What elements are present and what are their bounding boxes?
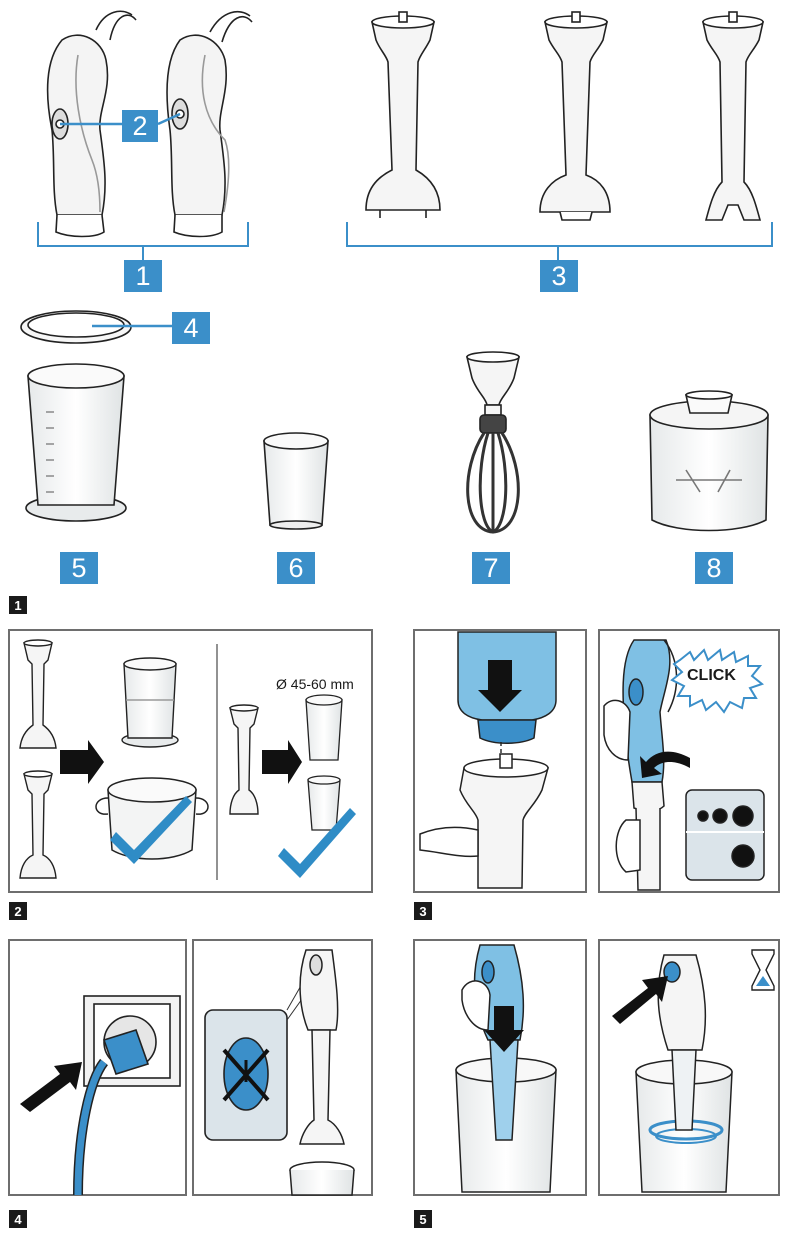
chopper bbox=[649, 390, 769, 532]
checkmark-icon bbox=[278, 808, 356, 878]
part-label-7: 7 bbox=[472, 552, 510, 584]
part-label-6: 6 bbox=[277, 552, 315, 584]
motor-unit-right bbox=[166, 10, 253, 238]
click-text: CLICK bbox=[687, 667, 736, 684]
blender-shaft-1 bbox=[365, 11, 441, 218]
panel5-blender-left bbox=[461, 944, 525, 1141]
hourglass-icon bbox=[751, 949, 775, 991]
click-burst bbox=[670, 648, 765, 714]
beaker-lid bbox=[20, 310, 132, 344]
panel5-arrow bbox=[612, 976, 668, 1024]
panel4-arrow bbox=[20, 1062, 82, 1112]
part-label-2: 2 bbox=[122, 110, 158, 142]
part-label-8: 8 bbox=[695, 552, 733, 584]
step-marker-3: 3 bbox=[414, 902, 432, 920]
panel3-motor-locked bbox=[603, 639, 690, 891]
diameter-text: Ø 45-60 mm bbox=[276, 676, 354, 692]
part-label-5: 5 bbox=[60, 552, 98, 584]
part-label-3: 3 bbox=[540, 260, 578, 292]
panel4-blender bbox=[289, 949, 355, 1196]
small-cup bbox=[263, 432, 329, 530]
panel2-short-cup bbox=[307, 775, 341, 831]
panel2-shaft-right bbox=[229, 704, 259, 815]
checkmark-icon bbox=[110, 796, 192, 864]
part-label-1: 1 bbox=[124, 260, 162, 292]
switch-inset bbox=[204, 969, 313, 1141]
panel2-arrow-2 bbox=[262, 740, 302, 784]
panel5-blender-right bbox=[657, 954, 707, 1131]
part-label-4: 4 bbox=[172, 312, 210, 344]
panel3-motor-unit bbox=[457, 631, 557, 744]
step-marker-2: 2 bbox=[9, 902, 27, 920]
step-marker-5: 5 bbox=[414, 1210, 432, 1228]
measuring-beaker bbox=[25, 363, 127, 522]
panel3-detail-inset bbox=[685, 789, 765, 881]
panel2-shaft-bottom bbox=[19, 770, 57, 879]
blender-shaft-2 bbox=[539, 11, 611, 221]
panel3-shaft-top bbox=[419, 753, 549, 889]
panel2-arrow-1 bbox=[60, 740, 104, 784]
panel2-tall-cup bbox=[305, 694, 343, 761]
step-marker-1: 1 bbox=[9, 596, 27, 614]
blender-shaft-3 bbox=[702, 11, 764, 221]
whisk bbox=[465, 351, 521, 534]
power-plug bbox=[73, 1029, 150, 1196]
panel2-pot bbox=[95, 777, 209, 860]
step-marker-4: 4 bbox=[9, 1210, 27, 1228]
panel2-beaker bbox=[121, 657, 179, 748]
panel2-shaft-top bbox=[19, 639, 57, 749]
